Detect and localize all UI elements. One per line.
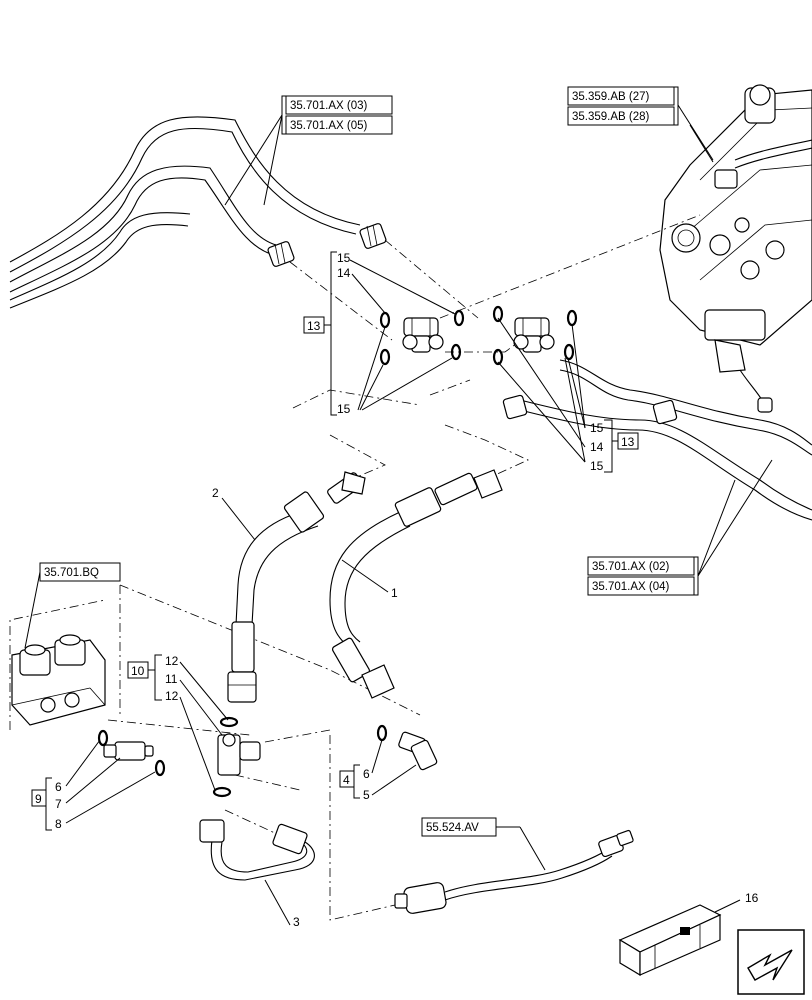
group-10-tee-fitting bbox=[212, 716, 261, 798]
upper-right-cross-fitting bbox=[513, 317, 555, 353]
ref-35-701-bq bbox=[24, 562, 121, 649]
callout-hose-2: 2 bbox=[212, 486, 219, 500]
callout-pipe-3: 3 bbox=[293, 915, 300, 929]
group-9-pressure-switch bbox=[97, 729, 166, 777]
group-13-right-callouts bbox=[497, 317, 639, 473]
ref-35-359-ab bbox=[567, 86, 714, 161]
callout-8-group-9: 8 bbox=[55, 817, 62, 831]
hose-leaders bbox=[221, 497, 389, 593]
pipe-end-fitting bbox=[652, 399, 678, 425]
group-13-left-callouts bbox=[303, 251, 456, 416]
valve-block-35-701-bq bbox=[9, 599, 106, 730]
pipe-3 bbox=[199, 819, 315, 926]
group-9-label: 9 bbox=[35, 792, 42, 806]
callout-15-right-top: 15 bbox=[590, 421, 604, 435]
hose-1 bbox=[329, 469, 503, 699]
callout-15-left-bottom: 15 bbox=[337, 402, 351, 416]
ref-35-359-ab-28[interactable]: 35.359.AB (28) bbox=[572, 111, 650, 123]
group-4-elbow-fitting bbox=[376, 724, 438, 771]
ref-35-359-ab-27[interactable]: 35.359.AB (27) bbox=[572, 91, 650, 103]
callout-kit-16: 16 bbox=[745, 891, 759, 905]
group-4-callouts bbox=[339, 739, 417, 799]
group-9-callouts bbox=[31, 739, 156, 831]
callout-6-group-9: 6 bbox=[55, 780, 62, 794]
kit-crate-16 bbox=[618, 899, 741, 977]
callout-7-group-9: 7 bbox=[55, 797, 62, 811]
callout-12-bottom: 12 bbox=[165, 689, 179, 703]
upper-left-cross-fitting bbox=[402, 317, 444, 353]
callout-5-group-4: 5 bbox=[363, 788, 370, 802]
ref-35-701-ax-04[interactable]: 35.701.AX (04) bbox=[592, 581, 670, 593]
callout-15-left-top: 15 bbox=[337, 251, 351, 265]
callout-14-right: 14 bbox=[590, 440, 604, 454]
pipe-end-fitting bbox=[502, 394, 528, 420]
hose-2 bbox=[227, 471, 366, 703]
ref-35-701-ax-upper bbox=[224, 95, 393, 206]
ref-55-524-av bbox=[421, 817, 546, 871]
ref-35-701-ax-03[interactable]: 35.701.AX (03) bbox=[290, 100, 368, 112]
group-13-left-label: 13 bbox=[307, 319, 321, 333]
o-rings-upper bbox=[379, 305, 578, 366]
callout-11: 11 bbox=[165, 672, 178, 686]
pipe-end-fitting bbox=[267, 241, 295, 267]
arrow-left-down-icon[interactable] bbox=[737, 929, 805, 995]
ref-35-701-ax-02[interactable]: 35.701.AX (02) bbox=[592, 561, 670, 573]
group-10-label: 10 bbox=[131, 664, 145, 678]
ref-55-524-av[interactable]: 55.524.AV bbox=[426, 822, 479, 834]
centre-lines bbox=[107, 214, 701, 921]
callout-hose-1: 1 bbox=[391, 586, 398, 600]
callout-6-group-4: 6 bbox=[363, 767, 370, 781]
callout-15-right-bottom: 15 bbox=[590, 459, 604, 473]
ref-35-701-ax-05[interactable]: 35.701.AX (05) bbox=[290, 120, 368, 132]
group-4-label: 4 bbox=[343, 773, 350, 787]
ref-35-701-ax-lower bbox=[587, 459, 773, 596]
pipe-end-fitting bbox=[359, 223, 387, 249]
callout-12-top: 12 bbox=[165, 654, 179, 668]
group-10-callouts bbox=[127, 654, 229, 791]
group-13-right-label: 13 bbox=[621, 435, 635, 449]
ref-35-701-bq[interactable]: 35.701.BQ bbox=[44, 567, 99, 579]
callout-14-left: 14 bbox=[337, 266, 351, 280]
control-valve-assembly bbox=[659, 84, 812, 413]
upper-left-pipes bbox=[9, 116, 387, 309]
right-pipes bbox=[502, 359, 812, 521]
sensor-harness-55-524-av bbox=[394, 829, 634, 914]
